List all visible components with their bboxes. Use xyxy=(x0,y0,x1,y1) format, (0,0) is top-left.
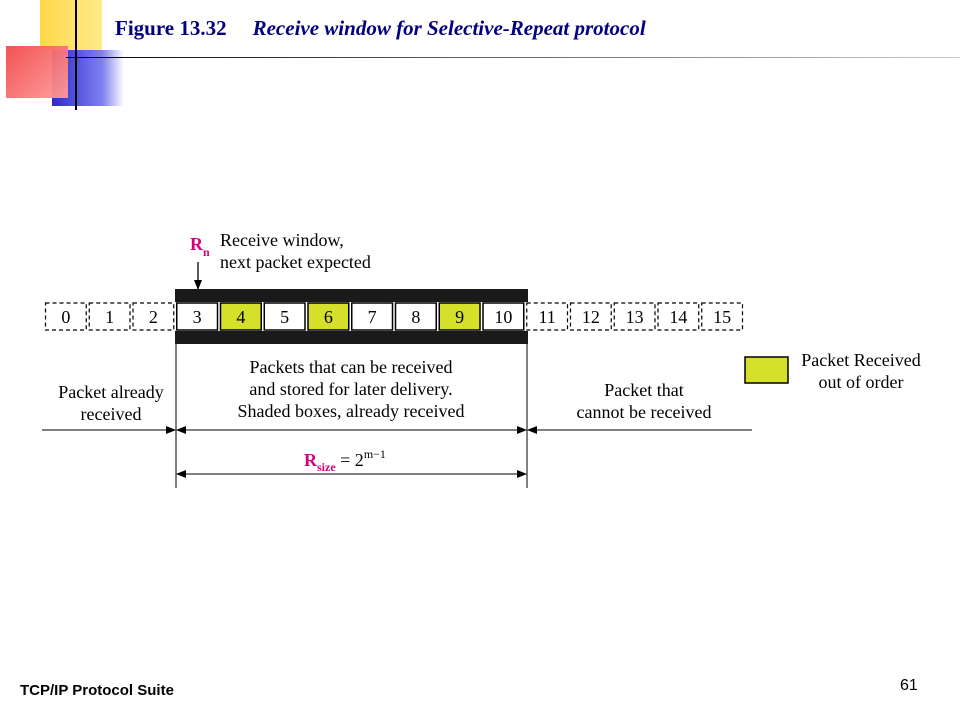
right-region-line1: Packet that xyxy=(604,380,683,400)
center-region-line2: and stored for later delivery. xyxy=(249,379,452,399)
pointer-label-sub: n xyxy=(203,245,210,259)
deco-horizontal-line xyxy=(66,57,960,58)
legend-swatch xyxy=(744,356,789,384)
packet-label-0: 0 xyxy=(61,307,70,327)
footer-left: TCP/IP Protocol Suite xyxy=(20,682,174,699)
packet-box-0 xyxy=(44,302,87,331)
packet-label-15: 15 xyxy=(713,307,731,327)
legend-line2: out of order xyxy=(819,372,904,392)
center-region-line1: Packets that can be received xyxy=(250,357,453,377)
left-region-line1: Packet already xyxy=(58,382,163,402)
packet-box-1 xyxy=(88,302,131,331)
packet-label-11: 11 xyxy=(538,307,555,327)
window-top-bar xyxy=(175,289,528,302)
figure-number: Figure 13.32 xyxy=(115,16,227,40)
packet-label-7: 7 xyxy=(368,307,377,327)
packet-box-10 xyxy=(482,302,525,331)
packet-label-14: 14 xyxy=(669,307,687,327)
pointer-desc-line2: next packet expected xyxy=(220,252,371,272)
figure-caption: Receive window for Selective-Repeat prot… xyxy=(252,16,646,40)
pointer-label-rn: Rn xyxy=(190,234,210,259)
packet-label-3: 3 xyxy=(193,307,202,327)
packet-box-6 xyxy=(307,302,350,331)
packet-box-13 xyxy=(613,302,656,331)
packet-box-12 xyxy=(569,302,612,331)
packet-box-5 xyxy=(263,302,306,331)
deco-red-square xyxy=(6,46,68,98)
packet-label-4: 4 xyxy=(236,307,245,327)
packet-box-14 xyxy=(657,302,700,331)
packet-label-8: 8 xyxy=(411,307,420,327)
deco-vertical-line xyxy=(75,0,77,110)
packet-box-8 xyxy=(394,302,437,331)
window-bottom-bar xyxy=(175,331,528,344)
deco-yellow-square xyxy=(40,0,102,50)
pointer-desc-line1: Receive window, xyxy=(220,230,344,250)
page-number: 61 xyxy=(900,677,918,694)
size-label-eq: = 2 xyxy=(336,450,364,470)
packet-box-3 xyxy=(176,302,219,331)
size-label-sub: size xyxy=(317,460,336,474)
size-label-main: R xyxy=(304,450,318,470)
packet-label-5: 5 xyxy=(280,307,289,327)
packet-label-12: 12 xyxy=(582,307,600,327)
right-region-line2: cannot be received xyxy=(577,402,712,422)
center-region-line3: Shaded boxes, already received xyxy=(238,401,465,421)
packet-label-2: 2 xyxy=(149,307,158,327)
packet-label-9: 9 xyxy=(455,307,464,327)
size-label-exp: m−1 xyxy=(364,447,386,461)
packet-box-9 xyxy=(438,302,481,331)
packet-box-11 xyxy=(526,302,569,331)
packet-box-15 xyxy=(701,302,744,331)
left-region-line2: received xyxy=(81,404,142,424)
corner-decoration xyxy=(0,0,960,110)
packet-box-2 xyxy=(132,302,175,331)
packet-box-7 xyxy=(351,302,394,331)
size-label: Rsize = 2m−1 xyxy=(304,447,386,474)
packet-label-6: 6 xyxy=(324,307,333,327)
packet-box-4 xyxy=(219,302,262,331)
packet-label-1: 1 xyxy=(105,307,114,327)
packet-label-10: 10 xyxy=(494,307,512,327)
slide-title: Figure 13.32 Receive window for Selective… xyxy=(115,16,646,41)
packet-label-13: 13 xyxy=(626,307,644,327)
legend-line1: Packet Received xyxy=(801,350,920,370)
pointer-label-main: R xyxy=(190,234,204,254)
